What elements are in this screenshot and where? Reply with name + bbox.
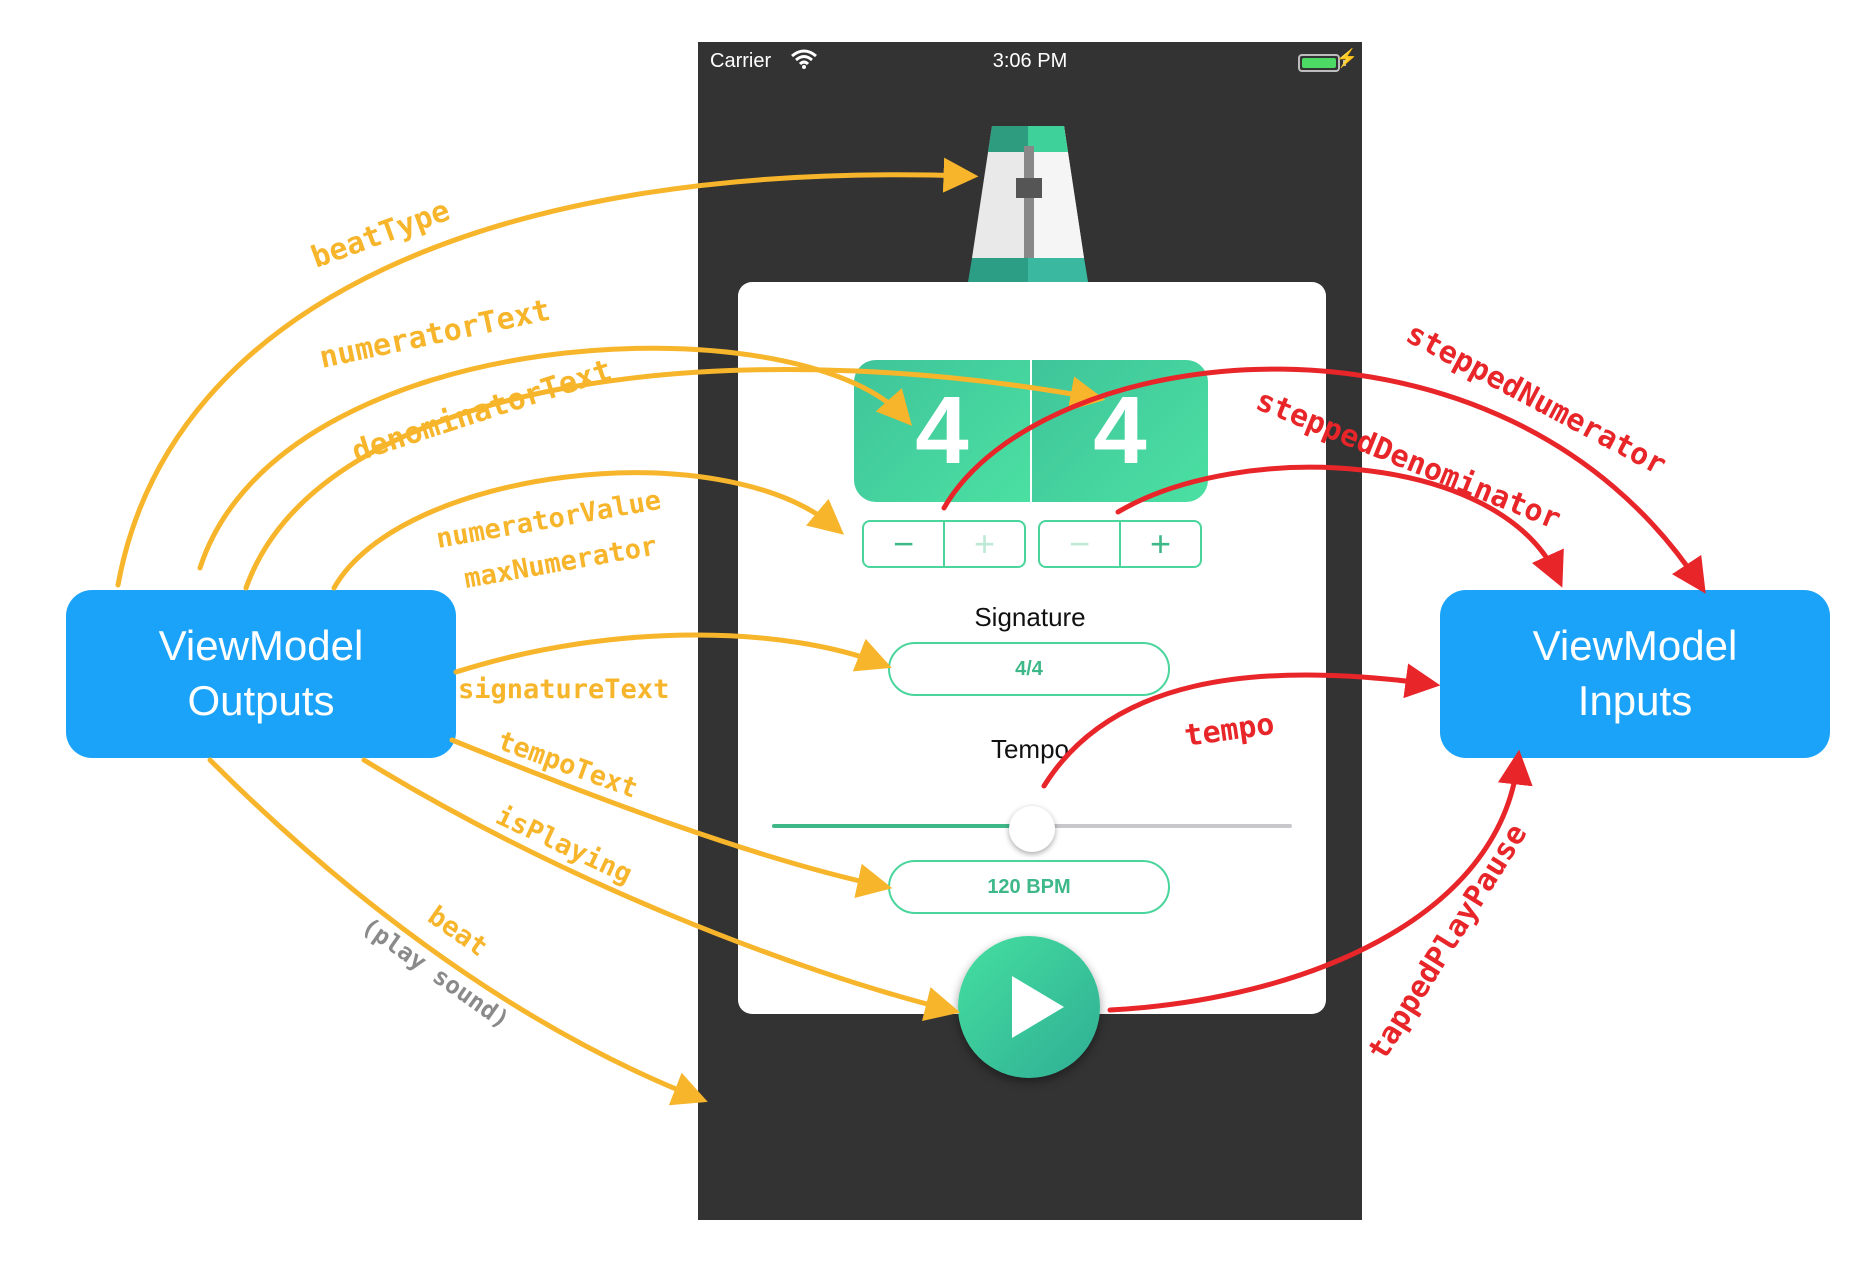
clock-time: 3:06 PM	[992, 50, 1068, 72]
slider-track-filled	[772, 824, 1032, 828]
label-beatType: beatType	[307, 193, 455, 275]
charging-bolt-icon: ⚡	[1335, 48, 1358, 68]
denominator-minus-button[interactable]: −	[1040, 522, 1121, 566]
play-icon	[1012, 976, 1064, 1038]
numerator-plus-button[interactable]: +	[973, 523, 996, 564]
play-button[interactable]	[958, 936, 1100, 1078]
status-bar: Carrier 3:06 PM ⚡	[698, 42, 1362, 82]
label-beat: beat	[422, 900, 493, 963]
tempo-slider[interactable]	[772, 806, 1292, 852]
numerator-stepper: − +	[862, 520, 1026, 568]
viewmodel-inputs-box: ViewModel Inputs	[1440, 590, 1830, 758]
label-numeratorText: numeratorText	[316, 293, 553, 376]
arrow-beat	[207, 757, 708, 1106]
numerator-minus-button[interactable]: −	[864, 522, 945, 566]
signature-title: Signature	[974, 602, 1086, 632]
label-denominatorText: denominatorText	[348, 353, 616, 470]
wifi-icon	[791, 49, 817, 69]
denominator-stepper: − +	[1038, 520, 1202, 568]
numerator-display: 4	[854, 360, 1030, 502]
slider-thumb[interactable]	[1009, 806, 1055, 852]
label-tappedPlayPause: tappedPlayPause	[1361, 818, 1534, 1066]
label-numeratorValue: numeratorValue	[434, 485, 664, 555]
label-beat-note: (play sound)	[357, 912, 515, 1034]
label-signatureText: signatureText	[458, 674, 669, 705]
denominator-display: 4	[1032, 360, 1208, 502]
label-isPlaying: isPlaying	[491, 800, 637, 890]
label-maxNumerator: maxNumerator	[462, 530, 659, 594]
signature-value: 4/4	[888, 642, 1170, 696]
viewmodel-outputs-box: ViewModel Outputs	[66, 590, 456, 758]
outputs-title: ViewModel	[158, 622, 364, 670]
phone-screen: Carrier 3:06 PM ⚡ 4 4	[698, 42, 1362, 1220]
inputs-subtitle: Inputs	[1577, 677, 1693, 724]
label-steppedNumerator: steppedNumerator	[1400, 316, 1672, 483]
inputs-title: ViewModel	[1532, 622, 1738, 670]
carrier-label: Carrier	[710, 50, 772, 72]
label-tempoText: tempoText	[494, 725, 642, 804]
battery-icon	[1298, 54, 1340, 72]
tempo-value: 120 BPM	[888, 860, 1170, 914]
tempo-title: Tempo	[990, 734, 1070, 764]
outputs-subtitle: Outputs	[187, 677, 335, 724]
battery-cap	[1343, 60, 1346, 66]
slider-track-empty	[1032, 824, 1292, 828]
denominator-plus-button[interactable]: +	[1149, 523, 1172, 564]
output-label-group: beatType numeratorText denominatorText n…	[307, 193, 670, 963]
